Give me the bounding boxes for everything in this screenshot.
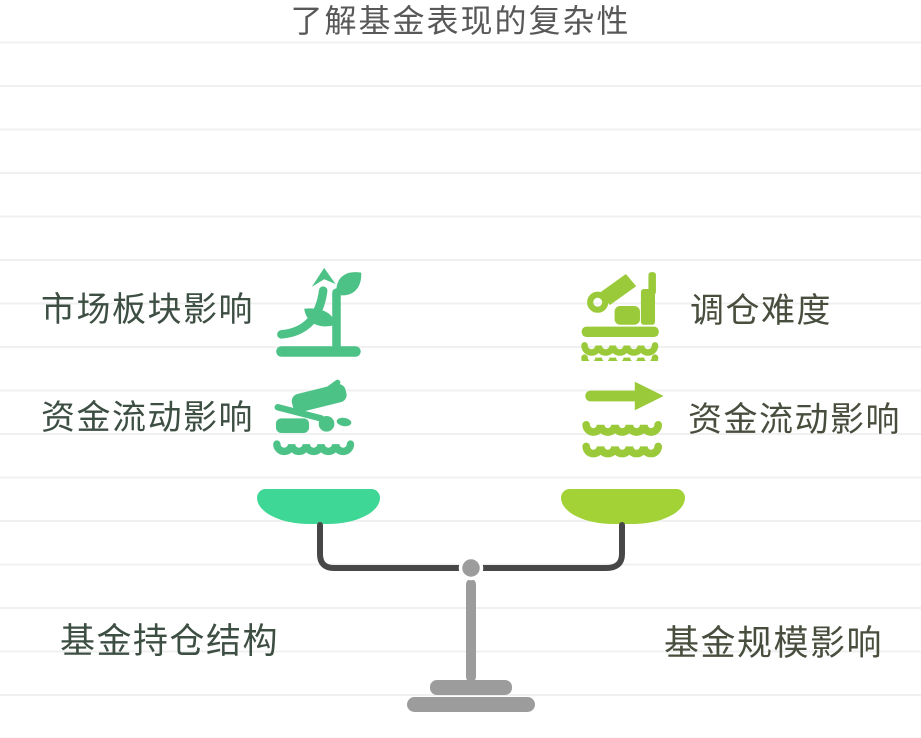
scale-base-lower: [407, 697, 535, 712]
balance-scale-stand: [317, 522, 625, 712]
sprout-growth-arrow-icon: [270, 266, 365, 361]
dredger-crane-waves-icon: [577, 266, 671, 361]
scale-pivot: [458, 555, 484, 581]
factor-label-market-sector: 市场板块影响: [41, 291, 254, 329]
page-title: 了解基金表现的复杂性: [290, 3, 631, 39]
arrow-over-waves-icon: [577, 378, 671, 468]
scale-post: [466, 579, 476, 682]
left-scale-pan: [257, 489, 380, 524]
right-scale-pan: [561, 489, 685, 524]
left-pan-label: 基金持仓结构: [60, 622, 280, 661]
factor-label-rebalancing-difficulty: 调仓难度: [690, 292, 832, 330]
capsized-boat-waves-icon: [268, 376, 363, 468]
factor-label-capital-flow-right: 资金流动影响: [688, 401, 901, 439]
right-pan-label: 基金规模影响: [664, 624, 884, 663]
factor-label-capital-flow-left: 资金流动影响: [41, 399, 254, 437]
scale-base-upper: [430, 680, 512, 695]
